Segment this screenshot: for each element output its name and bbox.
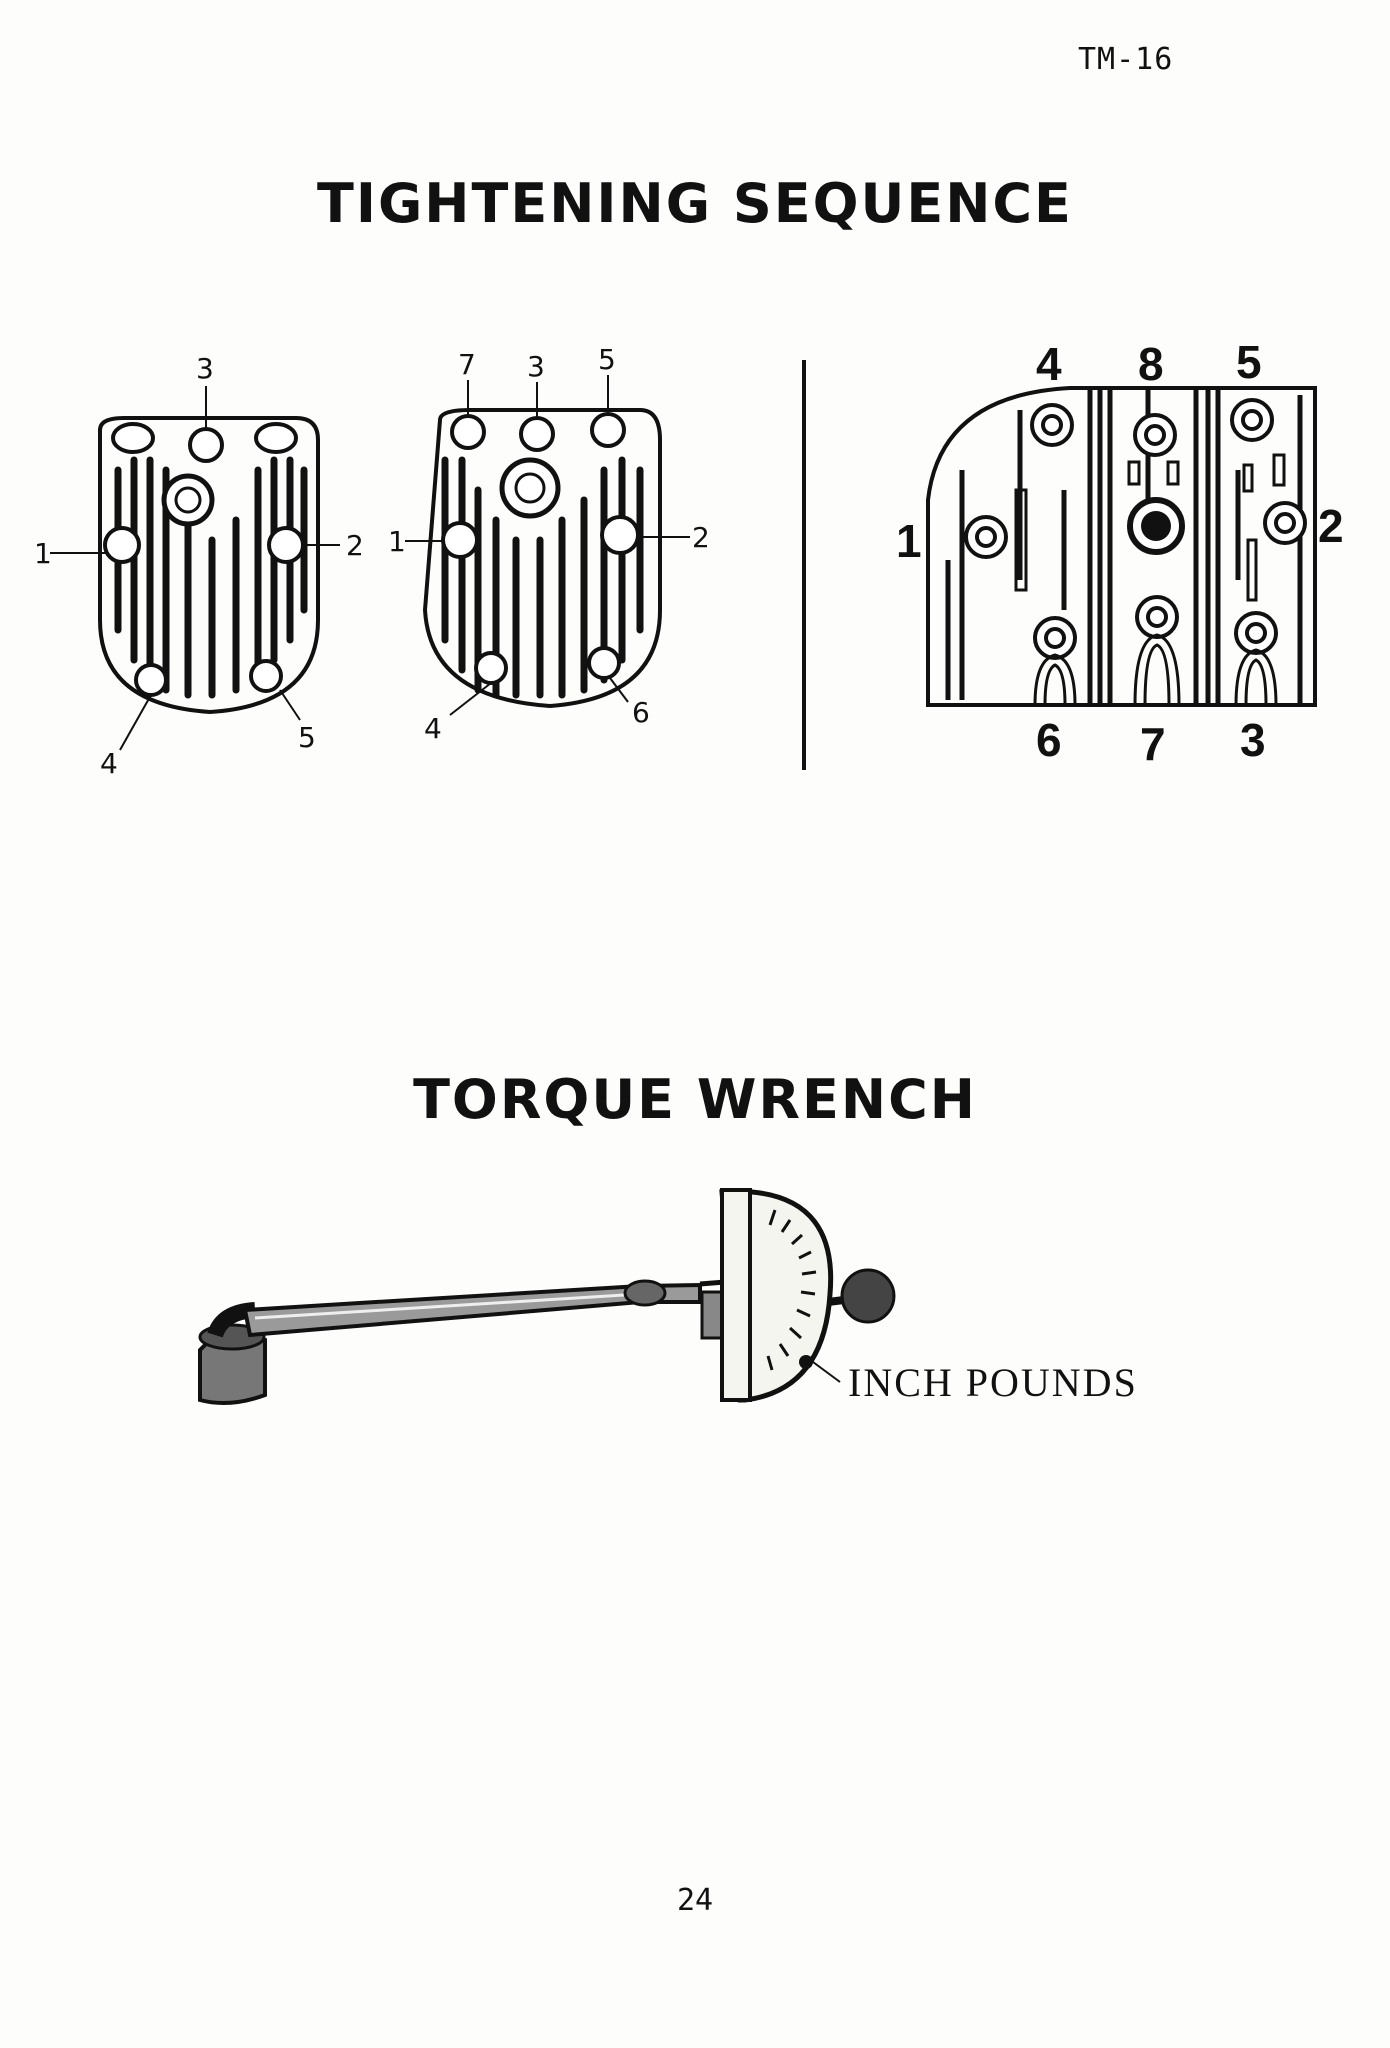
tightening-sequence-heading: TIGHTENING SEQUENCE — [317, 172, 1073, 235]
dial-scale-label: INCH POUNDS — [848, 1360, 1138, 1405]
middle-bolt-label-7: 7 — [458, 348, 476, 381]
left-bolt-label-1: 1 — [34, 537, 52, 570]
page-number: 24 — [676, 1883, 714, 1918]
middle-bolt-label-4: 4 — [424, 712, 442, 745]
right-bolt-label-2: 2 — [1318, 500, 1344, 552]
right-cylinder-head-diagram: 4 8 5 1 2 6 7 3 — [896, 336, 1344, 770]
document-code: TM-16 — [1078, 42, 1174, 77]
middle-bolt-label-6: 6 — [632, 696, 650, 729]
middle-bolt-label-1: 1 — [388, 525, 406, 558]
torque-wrench-illustration: INCH POUNDS — [198, 1188, 1138, 1405]
left-bolt-label-2: 2 — [346, 529, 364, 562]
left-bolt-label-3: 3 — [196, 352, 214, 385]
torque-wrench-heading: TORQUE WRENCH — [413, 1068, 977, 1131]
right-bolt-label-8: 8 — [1138, 338, 1164, 390]
middle-bolt-label-2: 2 — [692, 521, 710, 554]
right-bolt-label-7: 7 — [1140, 718, 1166, 770]
right-bolt-label-5: 5 — [1236, 336, 1262, 388]
left-cylinder-head-diagram: 3 1 2 4 5 — [34, 352, 364, 780]
right-bolt-label-6: 6 — [1036, 714, 1062, 766]
middle-bolt-label-5: 5 — [598, 343, 616, 376]
right-bolt-label-3: 3 — [1240, 714, 1266, 766]
middle-bolt-label-3: 3 — [527, 350, 545, 383]
middle-cylinder-head-diagram: 7 3 5 1 2 4 6 — [388, 343, 710, 745]
left-bolt-label-4: 4 — [100, 747, 118, 780]
right-bolt-label-1: 1 — [896, 515, 922, 567]
right-bolt-label-4: 4 — [1036, 338, 1062, 390]
left-bolt-label-5: 5 — [298, 721, 316, 754]
